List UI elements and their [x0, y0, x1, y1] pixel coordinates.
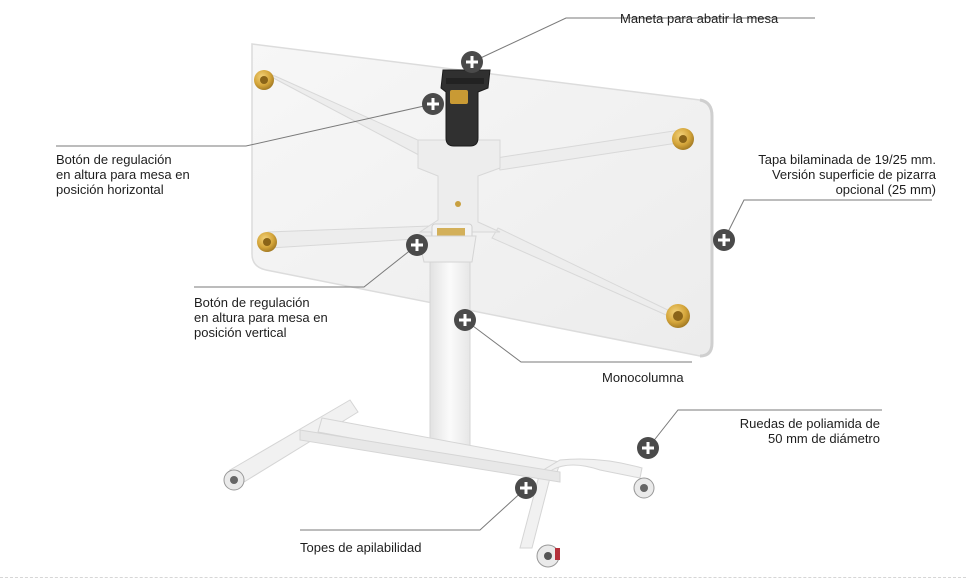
label-wheels: Ruedas de poliamida de 50 mm de diámetro	[739, 416, 880, 446]
hotspot-top[interactable]	[713, 229, 735, 251]
hotspot-column[interactable]	[454, 309, 476, 331]
gold-pads	[254, 70, 694, 328]
leader-btn-vertical	[194, 244, 418, 288]
leader-btn-horizontal	[56, 103, 434, 147]
leader-stoppers	[300, 487, 527, 531]
label-btn-vertical: Botón de regulación en altura para mesa …	[194, 295, 328, 340]
monocolumn	[429, 241, 471, 453]
divider-line	[0, 577, 966, 578]
leader-lines	[56, 17, 932, 531]
caster-wheels	[223, 469, 655, 568]
x-frame	[261, 71, 685, 323]
leader-column	[464, 319, 692, 363]
leader-wheels	[647, 409, 882, 449]
leader-handle	[471, 17, 815, 63]
hotspot-stoppers[interactable]	[515, 477, 537, 499]
hotspot-handle[interactable]	[461, 51, 483, 73]
hotspots	[406, 51, 735, 499]
label-handle: Maneta para abatir la mesa	[620, 11, 779, 26]
label-stoppers: Topes de apilabilidad	[300, 540, 422, 555]
hotspot-btn-vertical[interactable]	[406, 234, 428, 256]
hotspot-btn-horizontal[interactable]	[422, 93, 444, 115]
folding-handle	[440, 69, 491, 147]
leader-top	[723, 199, 932, 241]
label-monocolumn: Monocolumna	[602, 370, 684, 385]
hotspot-wheels[interactable]	[637, 437, 659, 459]
label-tabletop: Tapa bilaminada de 19/25 mm. Versión sup…	[758, 152, 936, 197]
label-btn-horizontal: Botón de regulación en altura para mesa …	[56, 152, 190, 197]
